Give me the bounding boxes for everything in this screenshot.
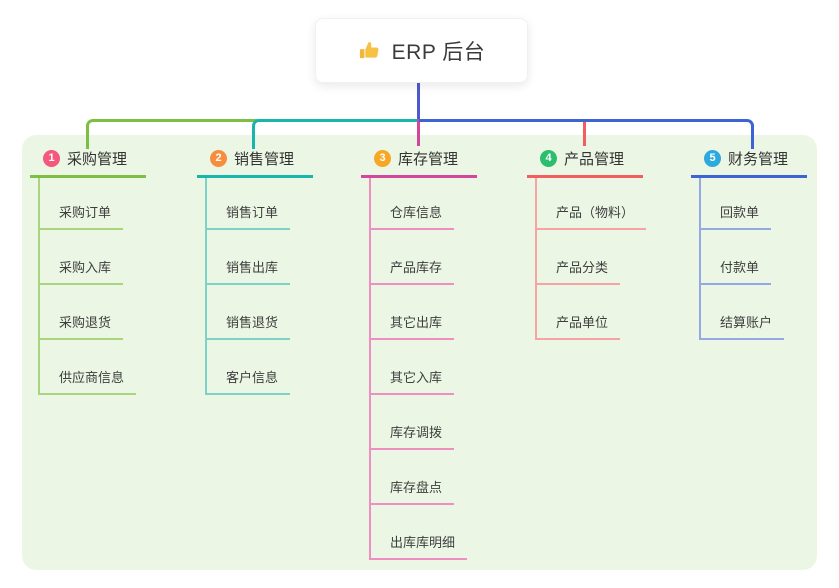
child-node[interactable]: 供应商信息 — [40, 340, 137, 395]
child-node-label: 采购退货 — [59, 315, 112, 330]
child-node-label: 库存调拨 — [390, 425, 443, 440]
child-node-label: 销售出库 — [226, 260, 279, 275]
branch-connector-purchase — [86, 119, 257, 149]
branch-title-label: 产品管理 — [564, 151, 625, 168]
child-node-label: 出库库明细 — [390, 535, 456, 550]
child-node[interactable]: 产品单位 — [537, 285, 621, 340]
child-node-label: 销售订单 — [226, 205, 279, 220]
child-node[interactable]: 其它入库 — [371, 340, 455, 395]
child-node-label: 仓库信息 — [390, 205, 443, 220]
branch-title-purchase[interactable]: 1 采购管理 — [30, 148, 146, 178]
child-node-label: 客户信息 — [226, 370, 279, 385]
child-node[interactable]: 付款单 — [701, 230, 772, 285]
child-node[interactable]: 库存调拨 — [371, 395, 455, 450]
branch-badge-1: 1 — [43, 150, 60, 167]
child-node[interactable]: 采购订单 — [40, 178, 124, 230]
branch-connector-product — [583, 119, 586, 146]
child-node-label: 付款单 — [720, 260, 760, 275]
branch-connector-inventory — [417, 119, 420, 146]
child-node[interactable]: 结算账户 — [701, 285, 785, 340]
child-node[interactable]: 库存盘点 — [371, 450, 455, 505]
branch-title-sales[interactable]: 2 销售管理 — [197, 148, 313, 178]
branch-children-product: 产品（物料） 产品分类产品单位 — [535, 178, 647, 340]
branch-product: 4 产品管理 产品（物料） 产品分类产品单位 — [527, 148, 647, 340]
branch-purchase: 1 采购管理 采购订单采购入库采购退货供应商信息 — [30, 148, 146, 395]
child-node[interactable]: 产品库存 — [371, 230, 455, 285]
branch-title-label: 财务管理 — [728, 151, 789, 168]
child-node[interactable]: 采购退货 — [40, 285, 124, 340]
child-node[interactable]: 出库库明细 — [371, 505, 468, 560]
branch-badge-2: 2 — [210, 150, 227, 167]
child-node-label: 销售退货 — [226, 315, 279, 330]
child-node[interactable]: 采购入库 — [40, 230, 124, 285]
branch-connector-sales — [252, 119, 422, 149]
thumbs-up-icon — [358, 39, 381, 62]
child-node[interactable]: 销售订单 — [207, 178, 291, 230]
branch-title-inventory[interactable]: 3 库存管理 — [361, 148, 477, 178]
child-node-label: 结算账户 — [720, 315, 773, 330]
branch-sales: 2 销售管理 销售订单销售出库销售退货客户信息 — [197, 148, 313, 395]
root-node-label: ERP 后台 — [391, 40, 486, 64]
branch-children-sales: 销售订单销售出库销售退货客户信息 — [205, 178, 313, 395]
branch-connector-finance — [419, 119, 754, 149]
child-node[interactable]: 产品（物料） — [537, 178, 647, 230]
child-node[interactable]: 销售退货 — [207, 285, 291, 340]
child-node-label: 回款单 — [720, 205, 760, 220]
child-node[interactable]: 回款单 — [701, 178, 772, 230]
child-node-label: 其它出库 — [390, 315, 443, 330]
branch-children-finance: 回款单付款单结算账户 — [699, 178, 807, 340]
branch-badge-3: 3 — [374, 150, 391, 167]
branch-badge-5: 5 — [704, 150, 721, 167]
branches-panel — [22, 135, 817, 570]
child-node[interactable]: 销售出库 — [207, 230, 291, 285]
root-node[interactable]: ERP 后台 — [315, 18, 528, 83]
branch-inventory: 3 库存管理 仓库信息产品库存其它出库其它入库库存调拨库存盘点出库库明细 — [361, 148, 477, 560]
branch-children-purchase: 采购订单采购入库采购退货供应商信息 — [38, 178, 146, 395]
child-node-label: 产品（物料） — [556, 205, 635, 220]
child-node-label: 产品分类 — [556, 260, 609, 275]
child-node-label: 库存盘点 — [390, 480, 443, 495]
branch-title-label: 采购管理 — [67, 151, 128, 168]
branch-finance: 5 财务管理 回款单付款单结算账户 — [691, 148, 807, 340]
child-node-label: 采购订单 — [59, 205, 112, 220]
branch-title-finance[interactable]: 5 财务管理 — [691, 148, 807, 178]
child-node-label: 采购入库 — [59, 260, 112, 275]
branch-badge-4: 4 — [540, 150, 557, 167]
child-node-label: 产品单位 — [556, 315, 609, 330]
child-node-label: 产品库存 — [390, 260, 443, 275]
child-node-label: 其它入库 — [390, 370, 443, 385]
branch-children-inventory: 仓库信息产品库存其它出库其它入库库存调拨库存盘点出库库明细 — [369, 178, 477, 560]
child-node[interactable]: 其它出库 — [371, 285, 455, 340]
branch-title-label: 库存管理 — [398, 151, 459, 168]
branch-title-product[interactable]: 4 产品管理 — [527, 148, 643, 178]
child-node[interactable]: 产品分类 — [537, 230, 621, 285]
child-node[interactable]: 仓库信息 — [371, 178, 455, 230]
branch-title-label: 销售管理 — [234, 151, 295, 168]
child-node-label: 供应商信息 — [59, 370, 125, 385]
child-node[interactable]: 客户信息 — [207, 340, 291, 395]
root-connector-line — [417, 83, 420, 120]
